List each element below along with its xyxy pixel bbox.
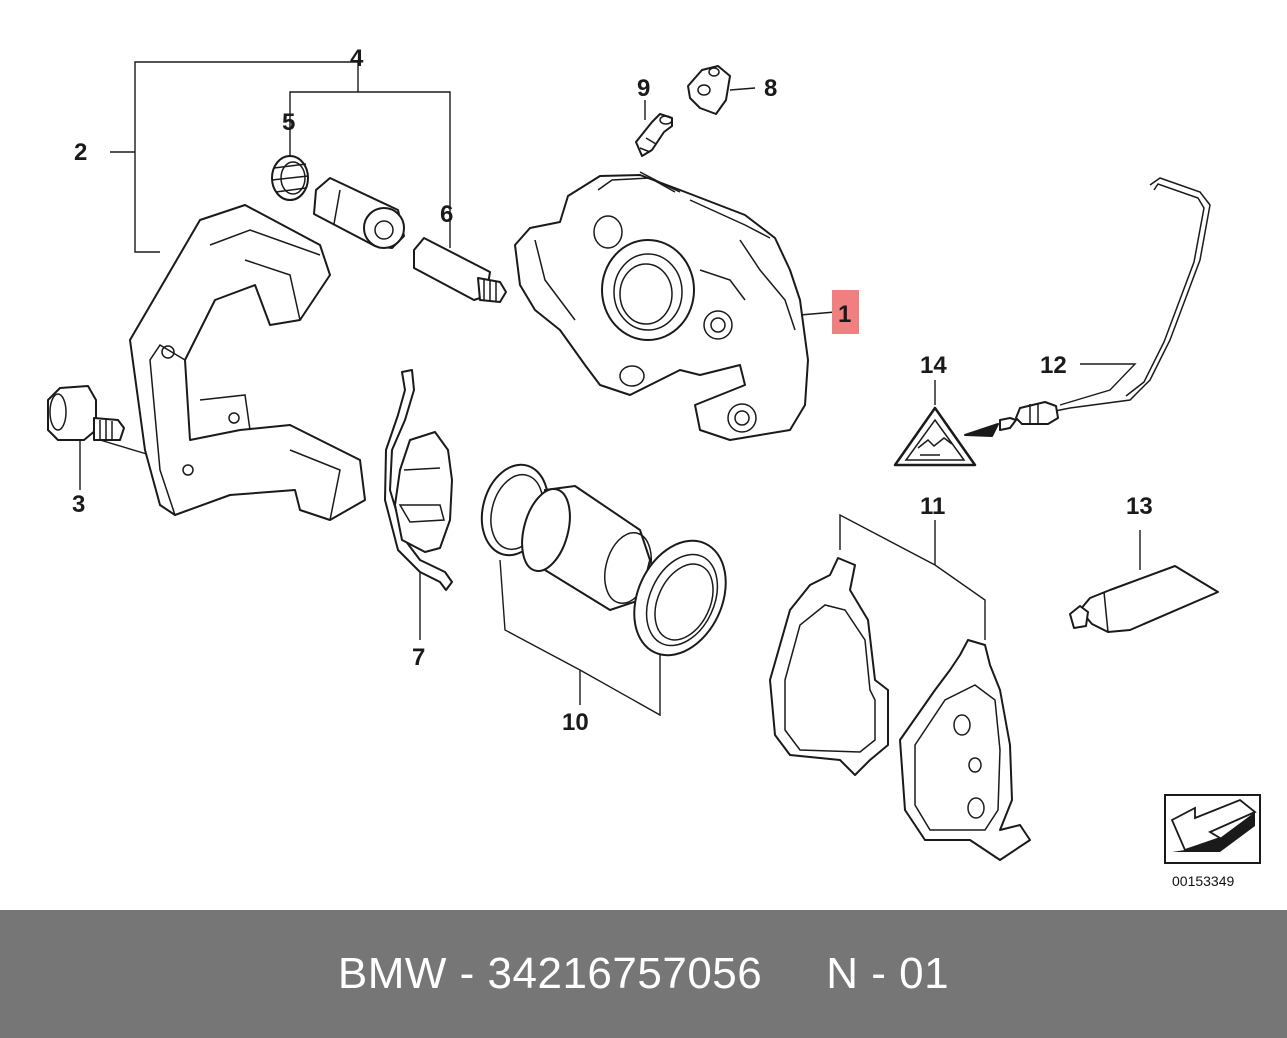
callout-7: 7	[412, 644, 425, 671]
callout-10: 10	[562, 709, 589, 736]
callout-9: 9	[637, 75, 650, 102]
callout-13: 13	[1126, 493, 1153, 520]
guide-bolt	[413, 237, 507, 303]
brake-caliper	[514, 171, 809, 441]
callout-14: 14	[920, 352, 947, 379]
wear-sensor	[964, 177, 1211, 437]
dust-cap	[687, 65, 731, 115]
callout-4: 4	[350, 45, 364, 72]
callout-12: 12	[1040, 352, 1067, 379]
callout-3: 3	[72, 491, 85, 518]
leader-lines	[79, 61, 1141, 717]
spring-clip	[384, 369, 453, 591]
brand-part-number: BMW - 34216757056	[337, 949, 763, 998]
callout-2: 2	[74, 139, 87, 166]
callout-8: 8	[764, 75, 777, 102]
brake-pad-set	[769, 557, 1031, 861]
callout-1: 1	[838, 301, 851, 328]
carrier-bracket	[129, 204, 366, 521]
piston-repair-kit	[480, 463, 727, 657]
grease-tube	[1069, 565, 1219, 633]
part-number-banner: BMW - 34216757056 N - 01	[0, 910, 1287, 1038]
parts-diagram: 1 2 3 4 5 6 7 8 9 10 11 12 13 14 0015334…	[47, 45, 1261, 889]
hex-bolt	[47, 385, 125, 441]
diagram-code: 00153349	[1172, 873, 1235, 889]
bleeder-valve	[635, 113, 673, 157]
callout-5: 5	[282, 109, 295, 136]
variant-code: N - 01	[826, 949, 950, 998]
warning-sticker	[893, 406, 977, 467]
guide-sleeve	[313, 177, 405, 249]
callout-1-highlight	[832, 290, 859, 334]
callout-11: 11	[920, 493, 945, 520]
reference-arrow-icon	[1164, 794, 1261, 864]
protective-cap	[271, 155, 309, 201]
callout-6: 6	[440, 201, 453, 228]
diagram-canvas: 1 2 3 4 5 6 7 8 9 10 11 12 13 14 0015334…	[47, 45, 1261, 889]
